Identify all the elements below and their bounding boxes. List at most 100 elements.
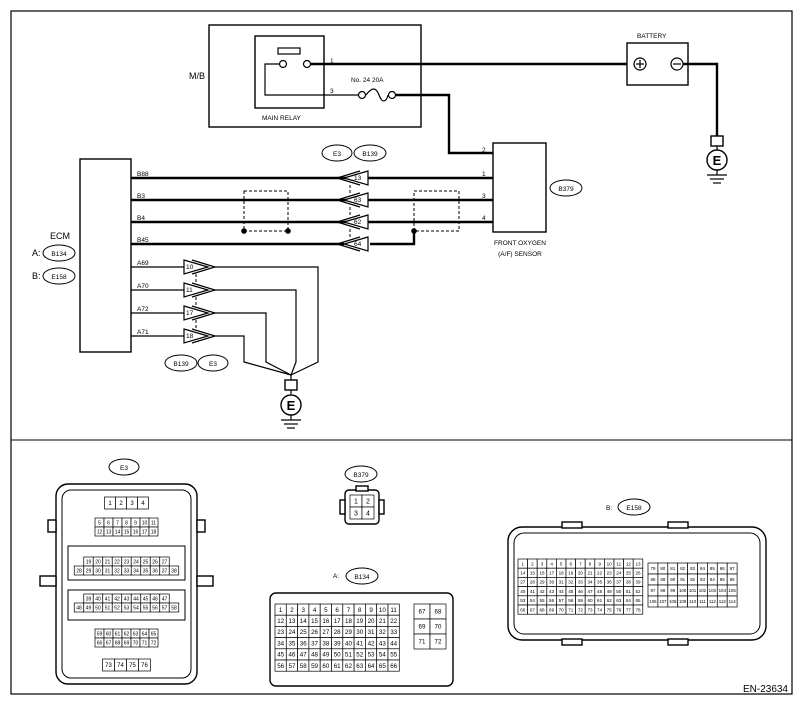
b134-pin: 55 (390, 652, 397, 659)
e3-pin: 14 (115, 529, 121, 535)
b134-pin: 40 (345, 640, 352, 647)
connector-upper (334, 170, 369, 252)
conn-upper-pin-64: 64 (354, 241, 362, 248)
e158-inner-shell (513, 532, 761, 635)
b134-pin: 13 (289, 618, 296, 625)
e3-pin: 8 (125, 520, 128, 526)
e3-pin: 26 (152, 559, 158, 565)
e158-left-pin: 46 (578, 589, 584, 594)
e158-left-pin: 28 (530, 580, 536, 585)
e158-left-cell (632, 604, 644, 615)
b134-pin: 47 (300, 652, 307, 659)
sensor-label-line1: FRONT OXYGEN (494, 240, 546, 247)
tag-lower-e3 (197, 354, 229, 372)
e3-pin: 66 (97, 640, 103, 646)
shield-left (243, 190, 289, 232)
mb-label: M/B (189, 71, 205, 81)
e158-left-pin: 29 (539, 580, 545, 585)
conn-lower-pin-18: 18 (186, 333, 194, 340)
tag-face-e158 (617, 498, 651, 516)
e3-pin: 29 (86, 568, 92, 574)
e3-pin: 60 (106, 631, 112, 637)
e158-right-pin: 98 (660, 588, 665, 593)
e158-left-pin: 3 (541, 561, 544, 566)
conn-upper-63 (341, 192, 369, 208)
b134-pin: 41 (356, 640, 363, 647)
e158-right-pin: 88 (651, 577, 656, 582)
e158-left-pin: 24 (616, 570, 622, 575)
e158-left-pin: 35 (597, 580, 603, 585)
sensor-label-line2: (A/F) SENSOR (498, 251, 542, 258)
ecm-ground-letter: E (287, 398, 296, 413)
b379-pin: 1 (354, 499, 358, 506)
e3-pin: 69 (124, 640, 130, 646)
b134-side-pin: 70 (435, 624, 442, 631)
e3-cell (138, 658, 151, 672)
e3-pin: 58 (171, 605, 177, 611)
b134-pin: 31 (368, 629, 375, 636)
ecm-pin-a71: A71 (137, 329, 149, 336)
relay-coil (277, 47, 301, 55)
e3-pin: 2 (119, 501, 123, 507)
e158-left-pin: 31 (559, 580, 565, 585)
e158-left-pin: 66 (520, 607, 526, 612)
tag-upper-e3-text: E3 (333, 151, 341, 158)
e3-pin: 32 (114, 568, 120, 574)
e158-left-pin: 44 (559, 589, 565, 594)
ecm-b-prefix: B: (32, 271, 41, 281)
e158-right-pin: 112 (709, 599, 717, 604)
e3-pin: 15 (124, 529, 130, 535)
e3-pin: 22 (114, 559, 120, 565)
e158-left-pin: 74 (597, 607, 603, 612)
tag-sensor-b379 (549, 179, 583, 197)
e3-pin: 36 (152, 568, 158, 574)
b134-pin: 38 (322, 640, 329, 647)
e3-pin: 6 (107, 520, 110, 526)
ecm-pin-b88: B88 (137, 171, 149, 178)
relay-contact-a (278, 59, 288, 69)
e158-left-pin: 4 (550, 561, 553, 566)
e3-pin: 51 (105, 605, 111, 611)
b134-pin: 34 (277, 640, 284, 647)
conn-upper-62-arrow (334, 214, 361, 230)
e158-left-pin: 22 (597, 570, 603, 575)
b134-pin: 22 (390, 618, 397, 625)
b134-pin: 44 (390, 640, 397, 647)
e158-left-pin: 12 (626, 561, 632, 566)
b134-pin: 60 (322, 663, 329, 670)
b134-pin: 48 (311, 652, 318, 659)
tag-ecm-e158-text: E158 (51, 274, 67, 281)
e158-left-pin: 27 (520, 580, 526, 585)
e3-pin: 12 (97, 529, 103, 535)
b134-pin: 37 (311, 640, 318, 647)
battery-ground-wire (683, 62, 719, 136)
shield-node-3 (411, 228, 417, 234)
b134-pin: 59 (311, 663, 318, 670)
tag-lower-e3-text: E3 (209, 361, 217, 368)
e158-left-pin: 30 (549, 580, 555, 585)
e158-right-pin: 105 (728, 588, 736, 593)
b134-pin: 54 (379, 652, 386, 659)
e3-cell (168, 602, 180, 613)
e158-left-pin: 60 (587, 598, 593, 603)
e158-left-pin: 7 (579, 561, 582, 566)
battery-ground-letter: E (713, 153, 722, 168)
e158-right-pin: 102 (699, 588, 707, 593)
e3-pin: 10 (142, 520, 148, 526)
e158-left-pin: 68 (539, 607, 545, 612)
b134-pin: 52 (356, 652, 363, 659)
e3-left-tab (39, 575, 57, 587)
e3-cell (137, 496, 149, 510)
b134-pin: 26 (311, 629, 318, 636)
conn-lower-18-arrow (191, 328, 218, 344)
b134-pin: 16 (322, 618, 329, 625)
fuse-terminal-left (357, 90, 367, 100)
e158-left-pin: 77 (626, 607, 632, 612)
conn-lower-pin-10: 10 (186, 264, 194, 271)
conn-upper-pin-13: 13 (354, 175, 362, 182)
b134-pin: 32 (379, 629, 386, 636)
tag-upper-e3 (321, 144, 353, 162)
conn-upper-pin-62: 62 (354, 219, 362, 226)
